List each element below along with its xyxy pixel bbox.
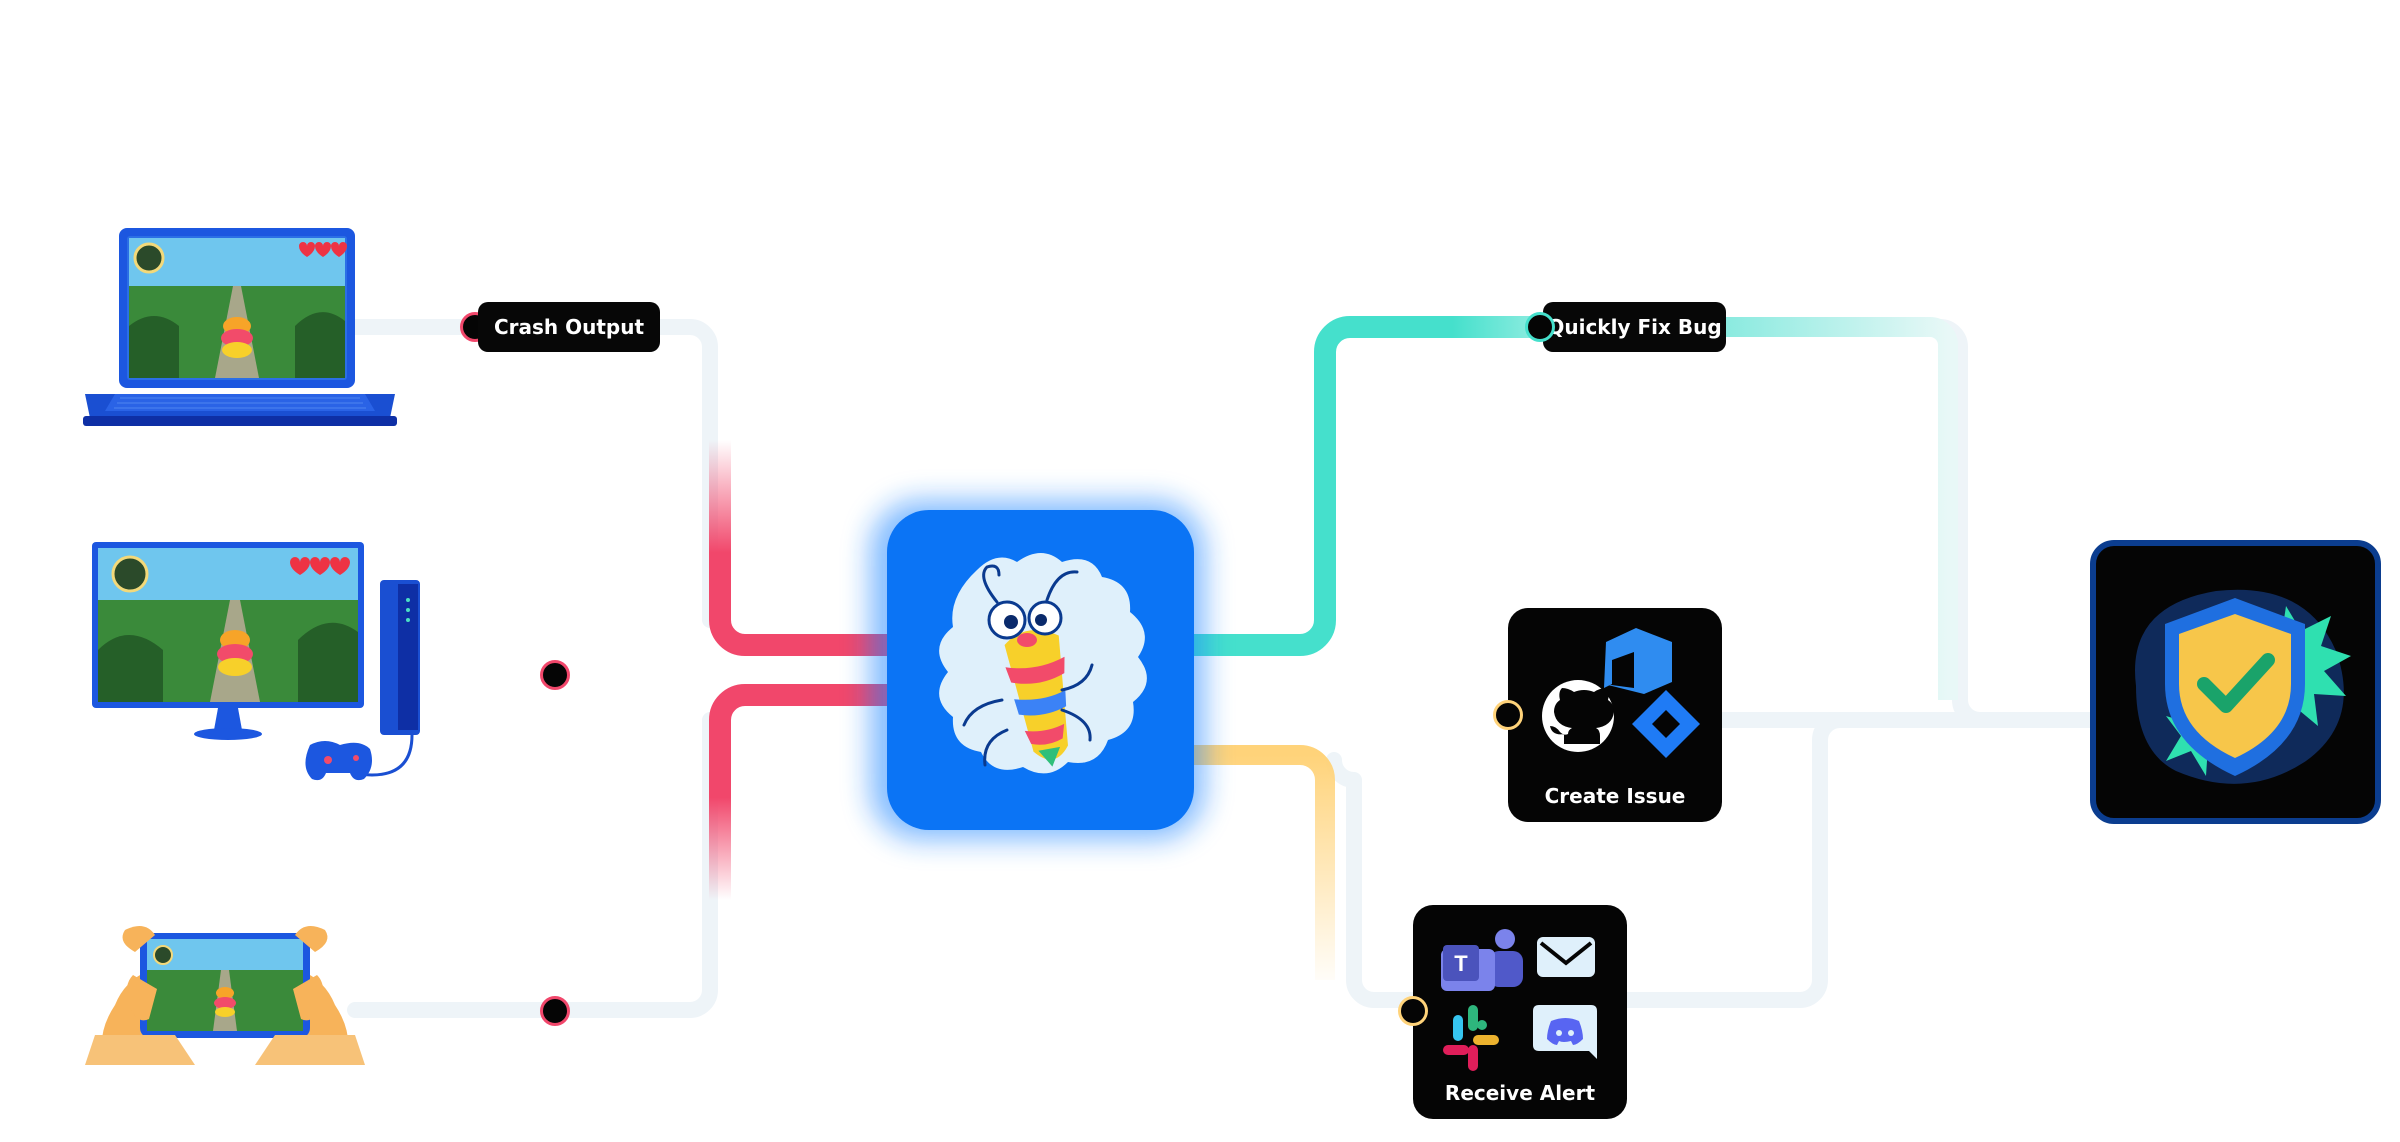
svg-text:T: T: [1454, 951, 1468, 976]
quickly-fix-bug-node: [1525, 312, 1555, 342]
receive-alert-node: [1398, 996, 1428, 1026]
slack-icon: [1443, 1005, 1499, 1071]
create-issue-caption: Create Issue: [1544, 784, 1686, 808]
bug-mascot-icon: [939, 553, 1147, 774]
console-output-node: [540, 660, 570, 690]
shield-check-card: [2090, 540, 2381, 824]
teams-icon: T: [1441, 929, 1523, 991]
email-icon: [1537, 937, 1595, 977]
create-issue-card: Create Issue: [1508, 608, 1722, 822]
create-issue-node: [1493, 700, 1523, 730]
azure-devops-icon: [1604, 628, 1672, 694]
shield-check-icon: [2135, 589, 2351, 784]
fix-route: [1190, 316, 1958, 700]
quickly-fix-bug-label: Quickly Fix Bug: [1543, 302, 1726, 352]
discord-icon: [1533, 1005, 1597, 1059]
crash-output-label: Crash Output: [478, 302, 660, 352]
issue-alert-routes: [1190, 705, 1500, 980]
receive-alert-card: T Receive Alert: [1413, 905, 1627, 1119]
crash-routes: [570, 440, 890, 900]
laptop-device: [75, 226, 400, 431]
bug-hub-card: [887, 510, 1194, 830]
console-monitor-device: [90, 540, 435, 785]
mobile-phone-device: [85, 915, 365, 1070]
receive-alert-caption: Receive Alert: [1444, 1081, 1596, 1105]
github-icon: [1542, 680, 1614, 752]
mobile-output-node: [540, 996, 570, 1026]
jira-icon: [1632, 690, 1700, 758]
